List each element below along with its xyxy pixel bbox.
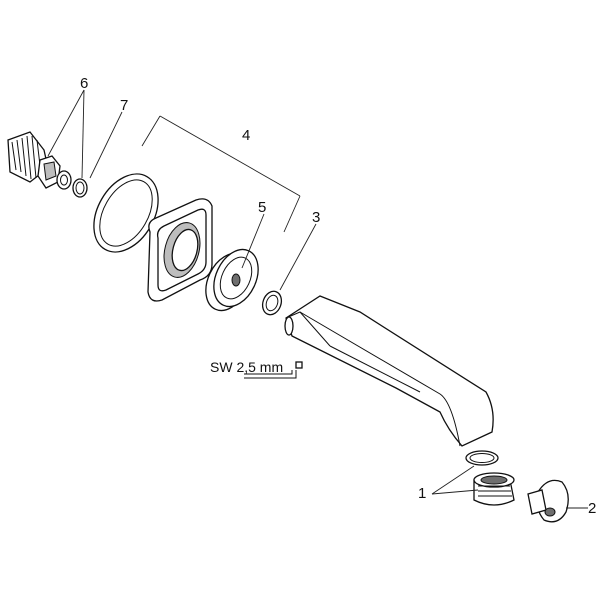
part-5-cover-disc — [205, 248, 259, 312]
hex-key-size-label: SW 2,5 mm — [210, 359, 283, 375]
part-1-aerator — [465, 450, 515, 506]
leader-lines — [47, 89, 588, 509]
callout-2: 2 — [588, 500, 596, 517]
hex-key-tool — [244, 370, 297, 379]
callout-3: 3 — [312, 209, 320, 226]
part-4-rosette — [147, 198, 213, 302]
callout-4: 4 — [242, 127, 250, 144]
callout-1: 1 — [418, 485, 426, 502]
part-6-connector — [7, 131, 72, 190]
part-2-aerator-key — [527, 479, 569, 523]
part-7-o-ring — [72, 178, 88, 198]
spout-body — [284, 295, 494, 447]
callout-6: 6 — [80, 75, 88, 92]
part-3-o-ring — [261, 290, 283, 316]
callout-labels: 6 7 4 5 3 1 2 SW 2,5 mm — [80, 75, 596, 517]
grub-screw — [295, 361, 303, 369]
callout-7: 7 — [120, 97, 128, 114]
callout-5: 5 — [258, 199, 266, 216]
